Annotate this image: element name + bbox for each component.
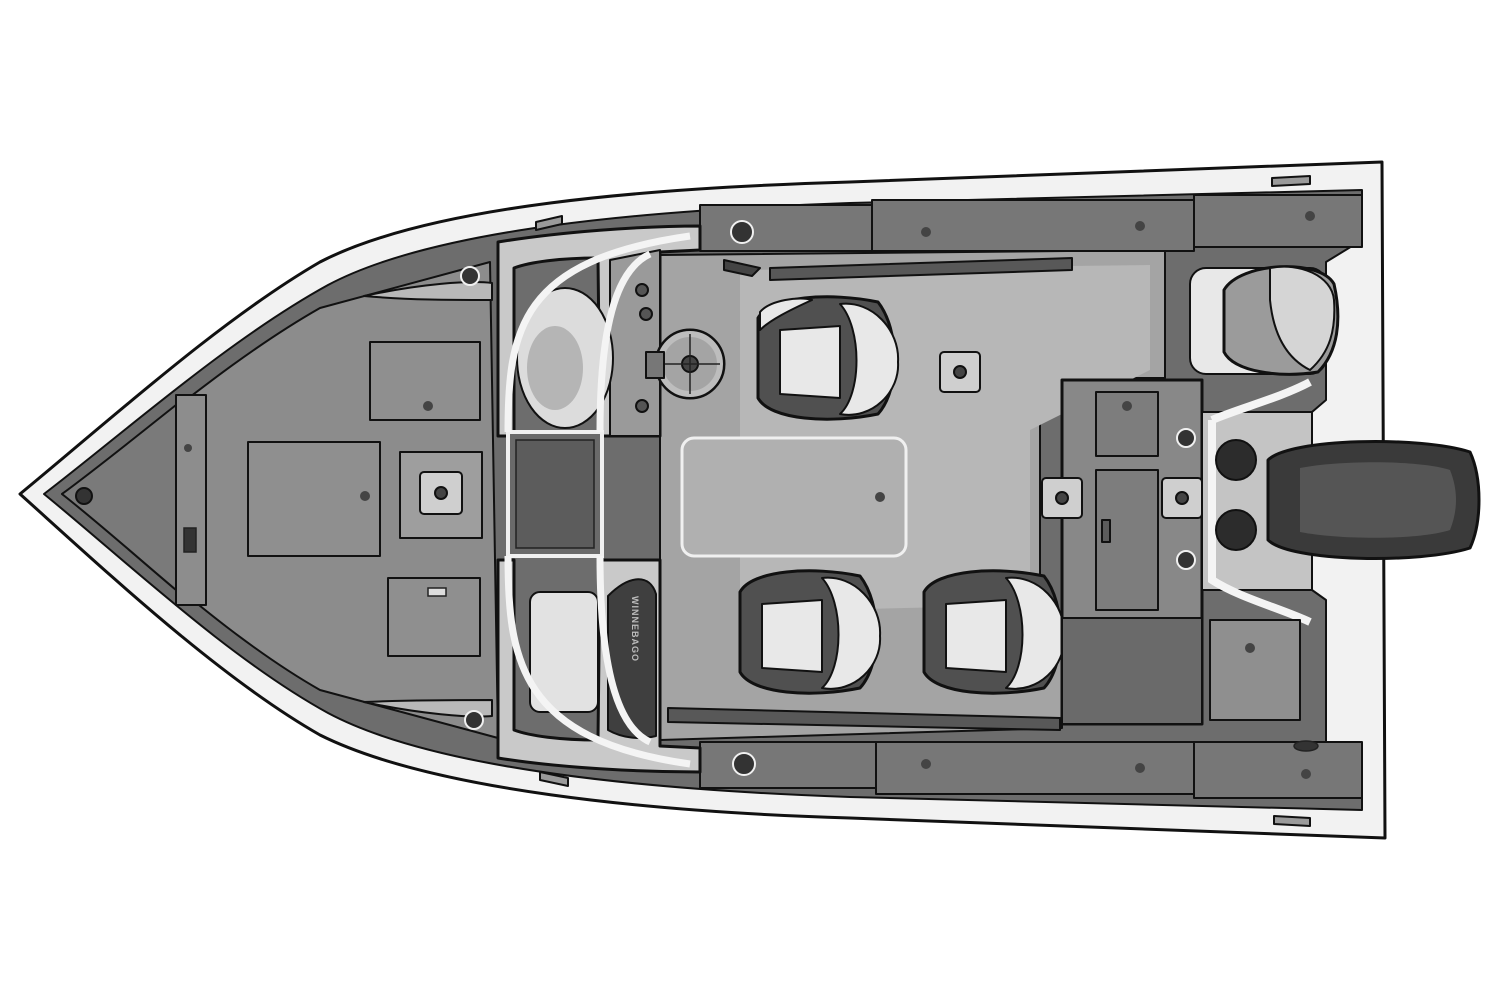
- helm-footwell-shadow: [527, 326, 583, 410]
- walkthrough-door-inner: [515, 439, 595, 549]
- pedestal-base-icon: [1041, 477, 1083, 519]
- gauge-3: [635, 399, 649, 413]
- cleat-icon: [539, 771, 569, 787]
- port-gunwale-panel-1: [699, 204, 873, 252]
- pedestal-base-icon: [939, 351, 981, 393]
- drain-plug-icon: [464, 710, 484, 730]
- throttle-icon: [723, 259, 761, 277]
- cleat-icon: [535, 215, 563, 231]
- drain-plug-icon: [730, 220, 754, 244]
- transom-splash-guard: [1208, 378, 1312, 626]
- screw-icon: [1135, 763, 1145, 773]
- rod-strap-starboard: [667, 707, 1061, 731]
- drain-plug-icon: [732, 752, 756, 776]
- screw-icon: [360, 491, 370, 501]
- screw-icon: [1245, 643, 1255, 653]
- pedestal-base-icon: [1161, 477, 1203, 519]
- screw-icon: [1301, 769, 1311, 779]
- screw-icon: [921, 759, 931, 769]
- bow-anchor-locker: [175, 394, 207, 606]
- transom-cup-lower: [1215, 509, 1257, 551]
- screw-icon: [1305, 211, 1315, 221]
- windshield-port: [504, 232, 691, 433]
- gauge-2: [639, 307, 653, 321]
- screw-icon: [921, 227, 931, 237]
- transom-cup-upper: [1215, 439, 1257, 481]
- outboard-motor-icon: [1266, 440, 1481, 560]
- screw-icon: [423, 401, 433, 411]
- stern-storage-hatch: [1209, 619, 1301, 721]
- rear-console-hatch-top: [1095, 391, 1159, 457]
- bow-seat-lower: [363, 699, 493, 718]
- windshield-stbd: [504, 555, 691, 768]
- stbd-gunwale-panel-1: [699, 741, 877, 789]
- steering-wheel-icon: [645, 328, 726, 400]
- passenger-glovebox: [529, 591, 599, 713]
- fishing-seat-icon: [1222, 265, 1340, 376]
- port-gunwale-panel-2: [871, 199, 1195, 252]
- gauge-1: [635, 283, 649, 297]
- port-gunwale-panel-3: [1193, 194, 1363, 248]
- screw-icon: [875, 492, 885, 502]
- rod-strap-port: [769, 257, 1073, 281]
- screw-icon: [184, 444, 192, 452]
- screw-icon: [1135, 221, 1145, 231]
- helm-dash: [609, 249, 661, 437]
- fishing-seat-icon: [756, 295, 900, 421]
- rear-console-lower: [1061, 617, 1203, 725]
- hatch-handle-icon: [427, 587, 447, 597]
- bow-eye-icon: [75, 487, 93, 505]
- bow-hatch-center: [247, 441, 381, 557]
- hatch-handle-icon: [1101, 519, 1111, 543]
- drain-plug-icon: [460, 266, 480, 286]
- cleat-icon: [1273, 815, 1311, 827]
- cleat-icon: [1271, 175, 1311, 187]
- screw-icon: [1122, 401, 1132, 411]
- brand-text: WINNEBAGO: [630, 596, 640, 662]
- bow-cleat-latch: [183, 527, 197, 553]
- stbd-gunwale-panel-3: [1193, 741, 1363, 799]
- drain-plug-icon: [1176, 428, 1196, 448]
- floor-storage-hatch: [680, 436, 908, 558]
- bow-seat-upper: [363, 281, 493, 301]
- fishing-seat-icon: [738, 569, 882, 695]
- fishing-seat-icon: [922, 569, 1066, 695]
- stern-drain-icon: [1293, 740, 1319, 752]
- pedestal-base-icon: [419, 471, 463, 515]
- drain-plug-icon: [1176, 550, 1196, 570]
